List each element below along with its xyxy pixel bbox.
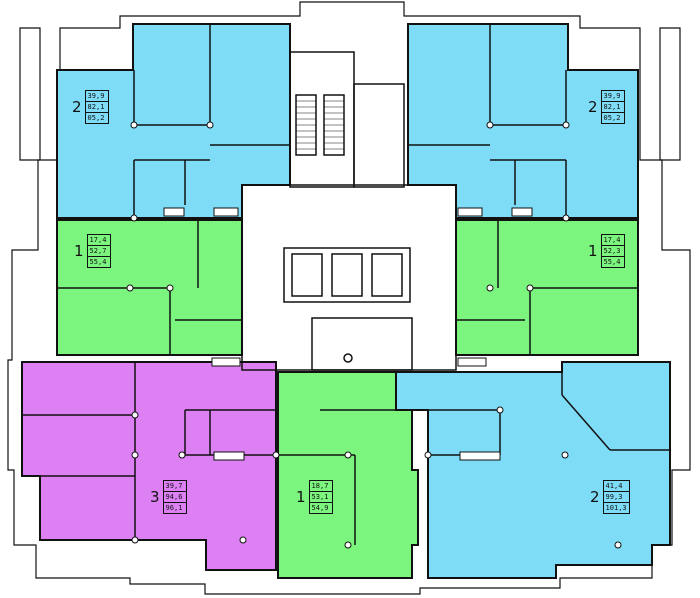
apartment-label-w: 1 17,4 52,7 55,4 xyxy=(74,234,111,268)
building-outline xyxy=(7,1,691,595)
area-box: 17,4 52,3 55,4 xyxy=(600,234,625,268)
extra-area: 55,4 xyxy=(601,256,624,267)
apt-se-fill xyxy=(395,361,671,579)
room-count: 3 xyxy=(150,487,160,506)
apartment-label-se: 2 41,4 99,3 101,3 xyxy=(590,480,630,514)
room-count: 1 xyxy=(74,241,84,260)
core xyxy=(241,51,457,371)
extra-area: 05,2 xyxy=(601,112,624,123)
room-count: 2 xyxy=(588,97,598,116)
area-box: 39,9 82,1 05,2 xyxy=(84,90,109,124)
living-area: 39,9 xyxy=(87,92,105,100)
total-area: 94,6 xyxy=(163,491,186,502)
room-count: 1 xyxy=(296,487,306,506)
apartment-label-e: 1 17,4 52,3 55,4 xyxy=(588,234,625,268)
apartment-label-sw: 3 39,7 94,6 96,1 xyxy=(150,480,187,514)
room-count: 2 xyxy=(72,97,82,116)
living-area: 17,4 xyxy=(89,236,107,244)
living-area: 17,4 xyxy=(603,236,621,244)
area-box: 18,7 53,1 54,9 xyxy=(308,480,333,514)
living-area: 41,4 xyxy=(605,482,623,490)
living-area: 18,7 xyxy=(311,482,329,490)
extra-area: 05,2 xyxy=(85,112,108,123)
extra-area: 96,1 xyxy=(163,502,186,513)
extra-area: 55,4 xyxy=(87,256,110,267)
apartment-label-nw: 2 39,9 82,1 05,2 xyxy=(72,90,109,124)
room-count: 2 xyxy=(590,487,600,506)
apartment-fills xyxy=(21,23,671,579)
total-area: 53,1 xyxy=(309,491,332,502)
interior-walls xyxy=(22,24,670,545)
total-area: 82,1 xyxy=(601,101,624,112)
fixtures xyxy=(126,121,622,549)
area-box: 41,4 99,3 101,3 xyxy=(602,480,630,514)
apartment-label-s: 1 18,7 53,1 54,9 xyxy=(296,480,333,514)
living-area: 39,9 xyxy=(603,92,621,100)
total-area: 52,7 xyxy=(87,245,110,256)
total-area: 99,3 xyxy=(603,491,629,502)
area-box: 39,7 94,6 96,1 xyxy=(162,480,187,514)
apartment-label-ne: 2 39,9 82,1 05,2 xyxy=(588,90,625,124)
total-area: 52,3 xyxy=(601,245,624,256)
extra-area: 101,3 xyxy=(603,502,629,512)
total-area: 82,1 xyxy=(85,101,108,112)
living-area: 39,7 xyxy=(165,482,183,490)
area-box: 17,4 52,7 55,4 xyxy=(86,234,111,268)
room-count: 1 xyxy=(588,241,598,260)
area-box: 39,9 82,1 05,2 xyxy=(600,90,625,124)
extra-area: 54,9 xyxy=(309,502,332,513)
apt-sw-fill xyxy=(21,361,277,571)
